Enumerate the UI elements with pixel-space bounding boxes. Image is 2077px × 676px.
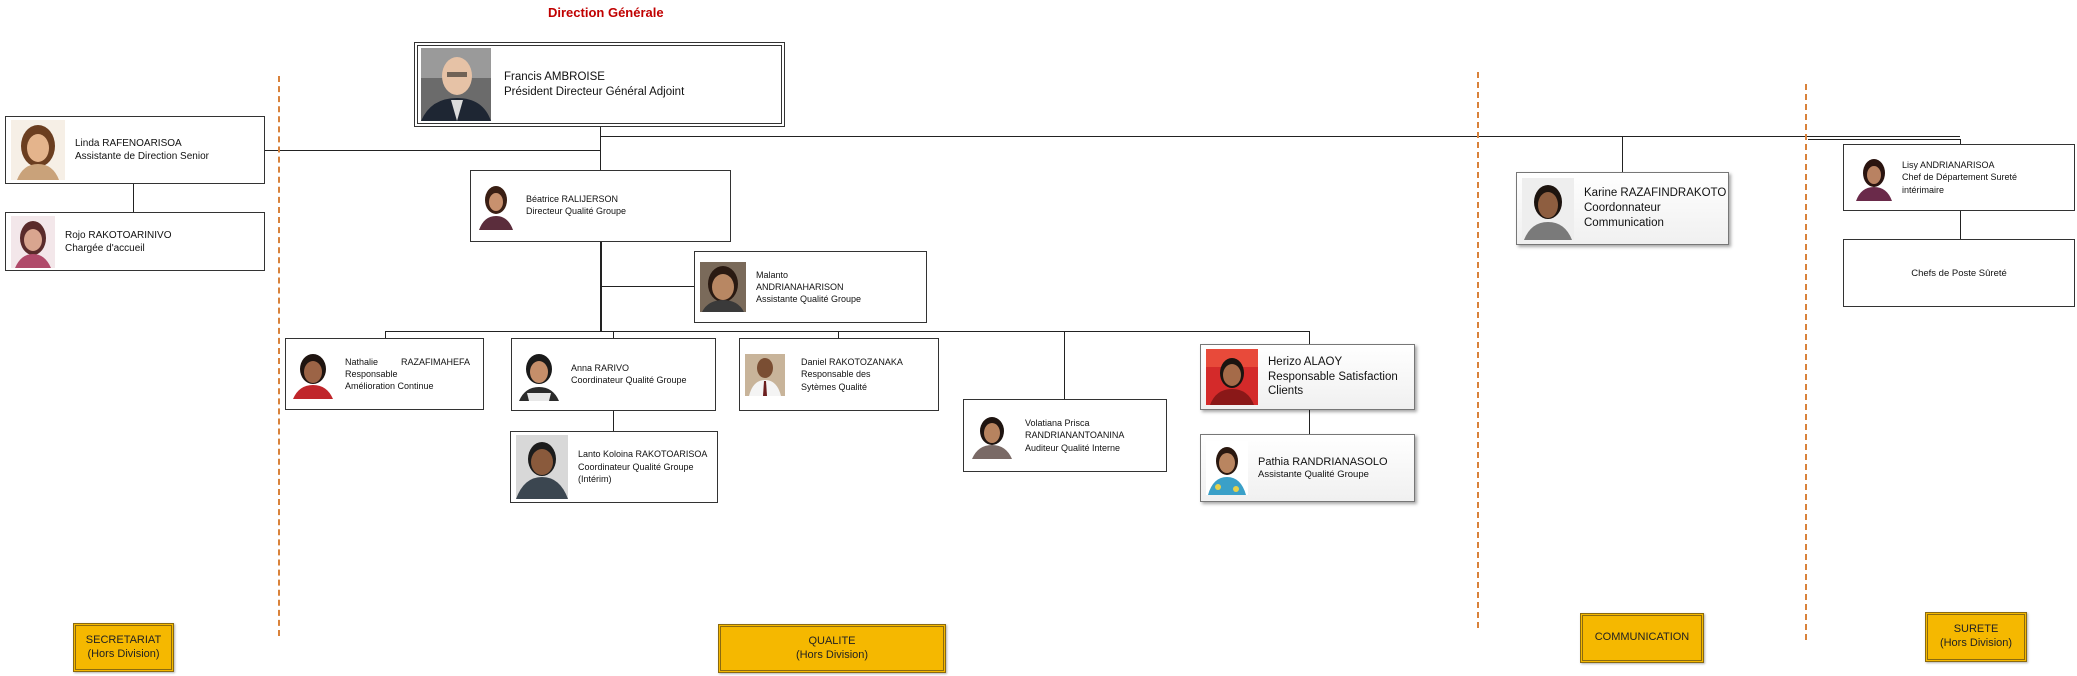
- daniel-name: Daniel RAKOTOZANAKA: [801, 357, 903, 368]
- node-nathalie[interactable]: Nathalie RAZAFIMAHEFA Responsable Amélio…: [285, 338, 484, 410]
- person-photo-icon: [1206, 349, 1258, 405]
- lanto-name: Lanto Koloina RAKOTOARISOA: [578, 449, 708, 460]
- person-photo-icon: [476, 182, 516, 230]
- nathalie-last: RAZAFIMAHEFA: [400, 356, 470, 367]
- lanto-role-1: Coordinateur Qualité Groupe: [578, 461, 694, 472]
- person-photo-icon: [291, 349, 335, 399]
- person-photo-icon: [1206, 441, 1248, 495]
- person-photo-icon: [745, 353, 785, 396]
- division-communication-label: COMMUNICATION: [1594, 631, 1690, 644]
- connector-herizo-pathia: [1309, 410, 1310, 434]
- herizo-role-1: Responsable Satisfaction: [1268, 370, 1398, 383]
- daniel-role-1: Responsable des: [801, 369, 871, 380]
- connector-assistant: [600, 286, 694, 287]
- node-volatiana[interactable]: Volatiana Prisca RANDRIANANTOANINA Audit…: [963, 399, 1167, 472]
- connector-volatiana: [1064, 331, 1065, 399]
- rojo-role: Chargée d'accueil: [65, 242, 145, 254]
- connector-top-bus-surete: [1808, 139, 1960, 140]
- division-surete-sub: (Hors Division): [1939, 637, 2013, 649]
- connector-qualite-bus: [385, 331, 1309, 332]
- beatrice-name: Béatrice RALIJERSON: [526, 194, 619, 205]
- pathia-name: Pathia RANDRIANASOLO: [1258, 455, 1388, 468]
- person-photo-icon: [1854, 154, 1894, 201]
- linda-role: Assistante de Direction Senior: [75, 151, 209, 162]
- node-chefs-poste[interactable]: Chefs de Poste Sûreté: [1843, 239, 2075, 307]
- karine-role-1: Coordonnateur: [1584, 202, 1661, 215]
- connector-daniel: [838, 331, 839, 338]
- lisy-role-1: Chef de Département Sureté: [1902, 172, 2018, 183]
- person-photo-icon: [969, 412, 1015, 459]
- person-photo-icon: [11, 215, 55, 268]
- chefs-poste-label: Chefs de Poste Sûreté: [1911, 267, 2007, 279]
- lisy-name: Lisy ANDRIANARISOA: [1902, 160, 1995, 171]
- division-surete[interactable]: SURETE (Hors Division): [1925, 612, 2027, 662]
- node-lanto[interactable]: Lanto Koloina RAKOTOARISOA Coordinateur …: [510, 431, 718, 503]
- node-lisy[interactable]: Lisy ANDRIANARISOA Chef de Département S…: [1843, 144, 2075, 211]
- lanto-role-2: (Intérim): [578, 474, 612, 485]
- connector-surete-postes: [1960, 211, 1961, 239]
- connector-communication: [1622, 136, 1623, 172]
- beatrice-role: Directeur Qualité Groupe: [526, 206, 627, 216]
- division-qualite[interactable]: QUALITE (Hors Division): [718, 624, 946, 673]
- node-daniel[interactable]: Daniel RAKOTOZANAKA Responsable des Sytè…: [739, 338, 939, 411]
- nathalie-first: Nathalie: [345, 356, 379, 367]
- division-secretariat-sub: (Hors Division): [87, 647, 160, 660]
- dg-role: Président Directeur Général Adjoint: [504, 85, 685, 98]
- division-surete-label: SURETE: [1953, 623, 1999, 636]
- person-photo-icon: [421, 48, 491, 121]
- node-rojo[interactable]: Rojo RAKOTOARINIVO Chargée d'accueil: [5, 212, 265, 271]
- nathalie-role-2: Amélioration Continue: [345, 381, 434, 392]
- herizo-name: Herizo ALAOY: [1268, 355, 1343, 368]
- pathia-role: Assistante Qualité Groupe: [1258, 468, 1369, 480]
- separator-secretariat-qualite: [278, 76, 280, 636]
- node-dg[interactable]: Francis AMBROISE Président Directeur Gén…: [414, 42, 785, 127]
- linda-name: Linda RAFENOARISOA: [75, 138, 182, 149]
- volatiana-role: Auditeur Qualité Interne: [1025, 442, 1121, 453]
- rojo-name: Rojo RAKOTOARINIVO: [65, 229, 172, 241]
- node-anna[interactable]: Anna RARIVO Coordinateur Qualité Groupe: [511, 338, 716, 411]
- connector-top-bus: [600, 136, 1960, 137]
- division-secretariat-label: SECRETARIAT: [85, 633, 162, 646]
- division-qualite-sub: (Hors Division): [795, 648, 869, 661]
- dg-name: Francis AMBROISE: [504, 70, 605, 83]
- person-photo-icon: [11, 120, 65, 180]
- page-title: Direction Générale: [548, 5, 664, 20]
- connector-linda-rojo: [133, 184, 134, 212]
- node-beatrice[interactable]: Béatrice RALIJERSON Directeur Qualité Gr…: [470, 170, 731, 242]
- node-pathia[interactable]: Pathia RANDRIANASOLO Assistante Qualité …: [1200, 434, 1415, 502]
- node-herizo[interactable]: Herizo ALAOY Responsable Satisfaction Cl…: [1200, 344, 1415, 410]
- karine-role-2: Communication: [1584, 216, 1664, 229]
- connector-director-down: [600, 242, 602, 332]
- anna-name: Anna RARIVO: [571, 362, 630, 373]
- connector-secretariat: [265, 150, 600, 151]
- division-communication[interactable]: COMMUNICATION: [1580, 613, 1704, 663]
- division-qualite-label: QUALITE: [808, 634, 856, 647]
- separator-qualite-communication: [1477, 72, 1479, 628]
- connector-anna: [613, 331, 614, 338]
- malanto-role: Assistante Qualité Groupe: [756, 294, 862, 305]
- connector-herizo: [1309, 331, 1310, 344]
- daniel-role-2: Sytèmes Qualité: [801, 381, 868, 392]
- lisy-role-2: intérimaire: [1902, 184, 1945, 195]
- node-linda[interactable]: Linda RAFENOARISOA Assistante de Directi…: [5, 116, 265, 184]
- malanto-name-2: ANDRIANAHARISON: [756, 281, 844, 292]
- volatiana-name-2: RANDRIANANTOANINA: [1025, 430, 1125, 441]
- nathalie-role-1: Responsable: [345, 368, 398, 379]
- node-karine[interactable]: Karine RAZAFINDRAKOTO Coordonnateur Comm…: [1516, 172, 1729, 245]
- separator-communication-surete: [1805, 84, 1807, 640]
- person-photo-icon: [517, 348, 561, 401]
- node-malanto[interactable]: Malanto ANDRIANAHARISON Assistante Quali…: [694, 251, 927, 323]
- connector-surete: [1960, 139, 1961, 145]
- division-secretariat[interactable]: SECRETARIAT (Hors Division): [73, 623, 174, 672]
- malanto-name-1: Malanto: [756, 269, 789, 280]
- person-photo-icon: [516, 435, 568, 499]
- herizo-role-2: Clients: [1268, 385, 1304, 398]
- volatiana-name-1: Volatiana Prisca: [1025, 418, 1090, 429]
- connector-nathalie: [385, 331, 386, 338]
- karine-name: Karine RAZAFINDRAKOTO: [1584, 187, 1727, 200]
- anna-role: Coordinateur Qualité Groupe: [571, 374, 687, 385]
- person-photo-icon: [700, 262, 746, 312]
- connector-anna-lanto: [613, 411, 614, 431]
- person-photo-icon: [1522, 177, 1574, 240]
